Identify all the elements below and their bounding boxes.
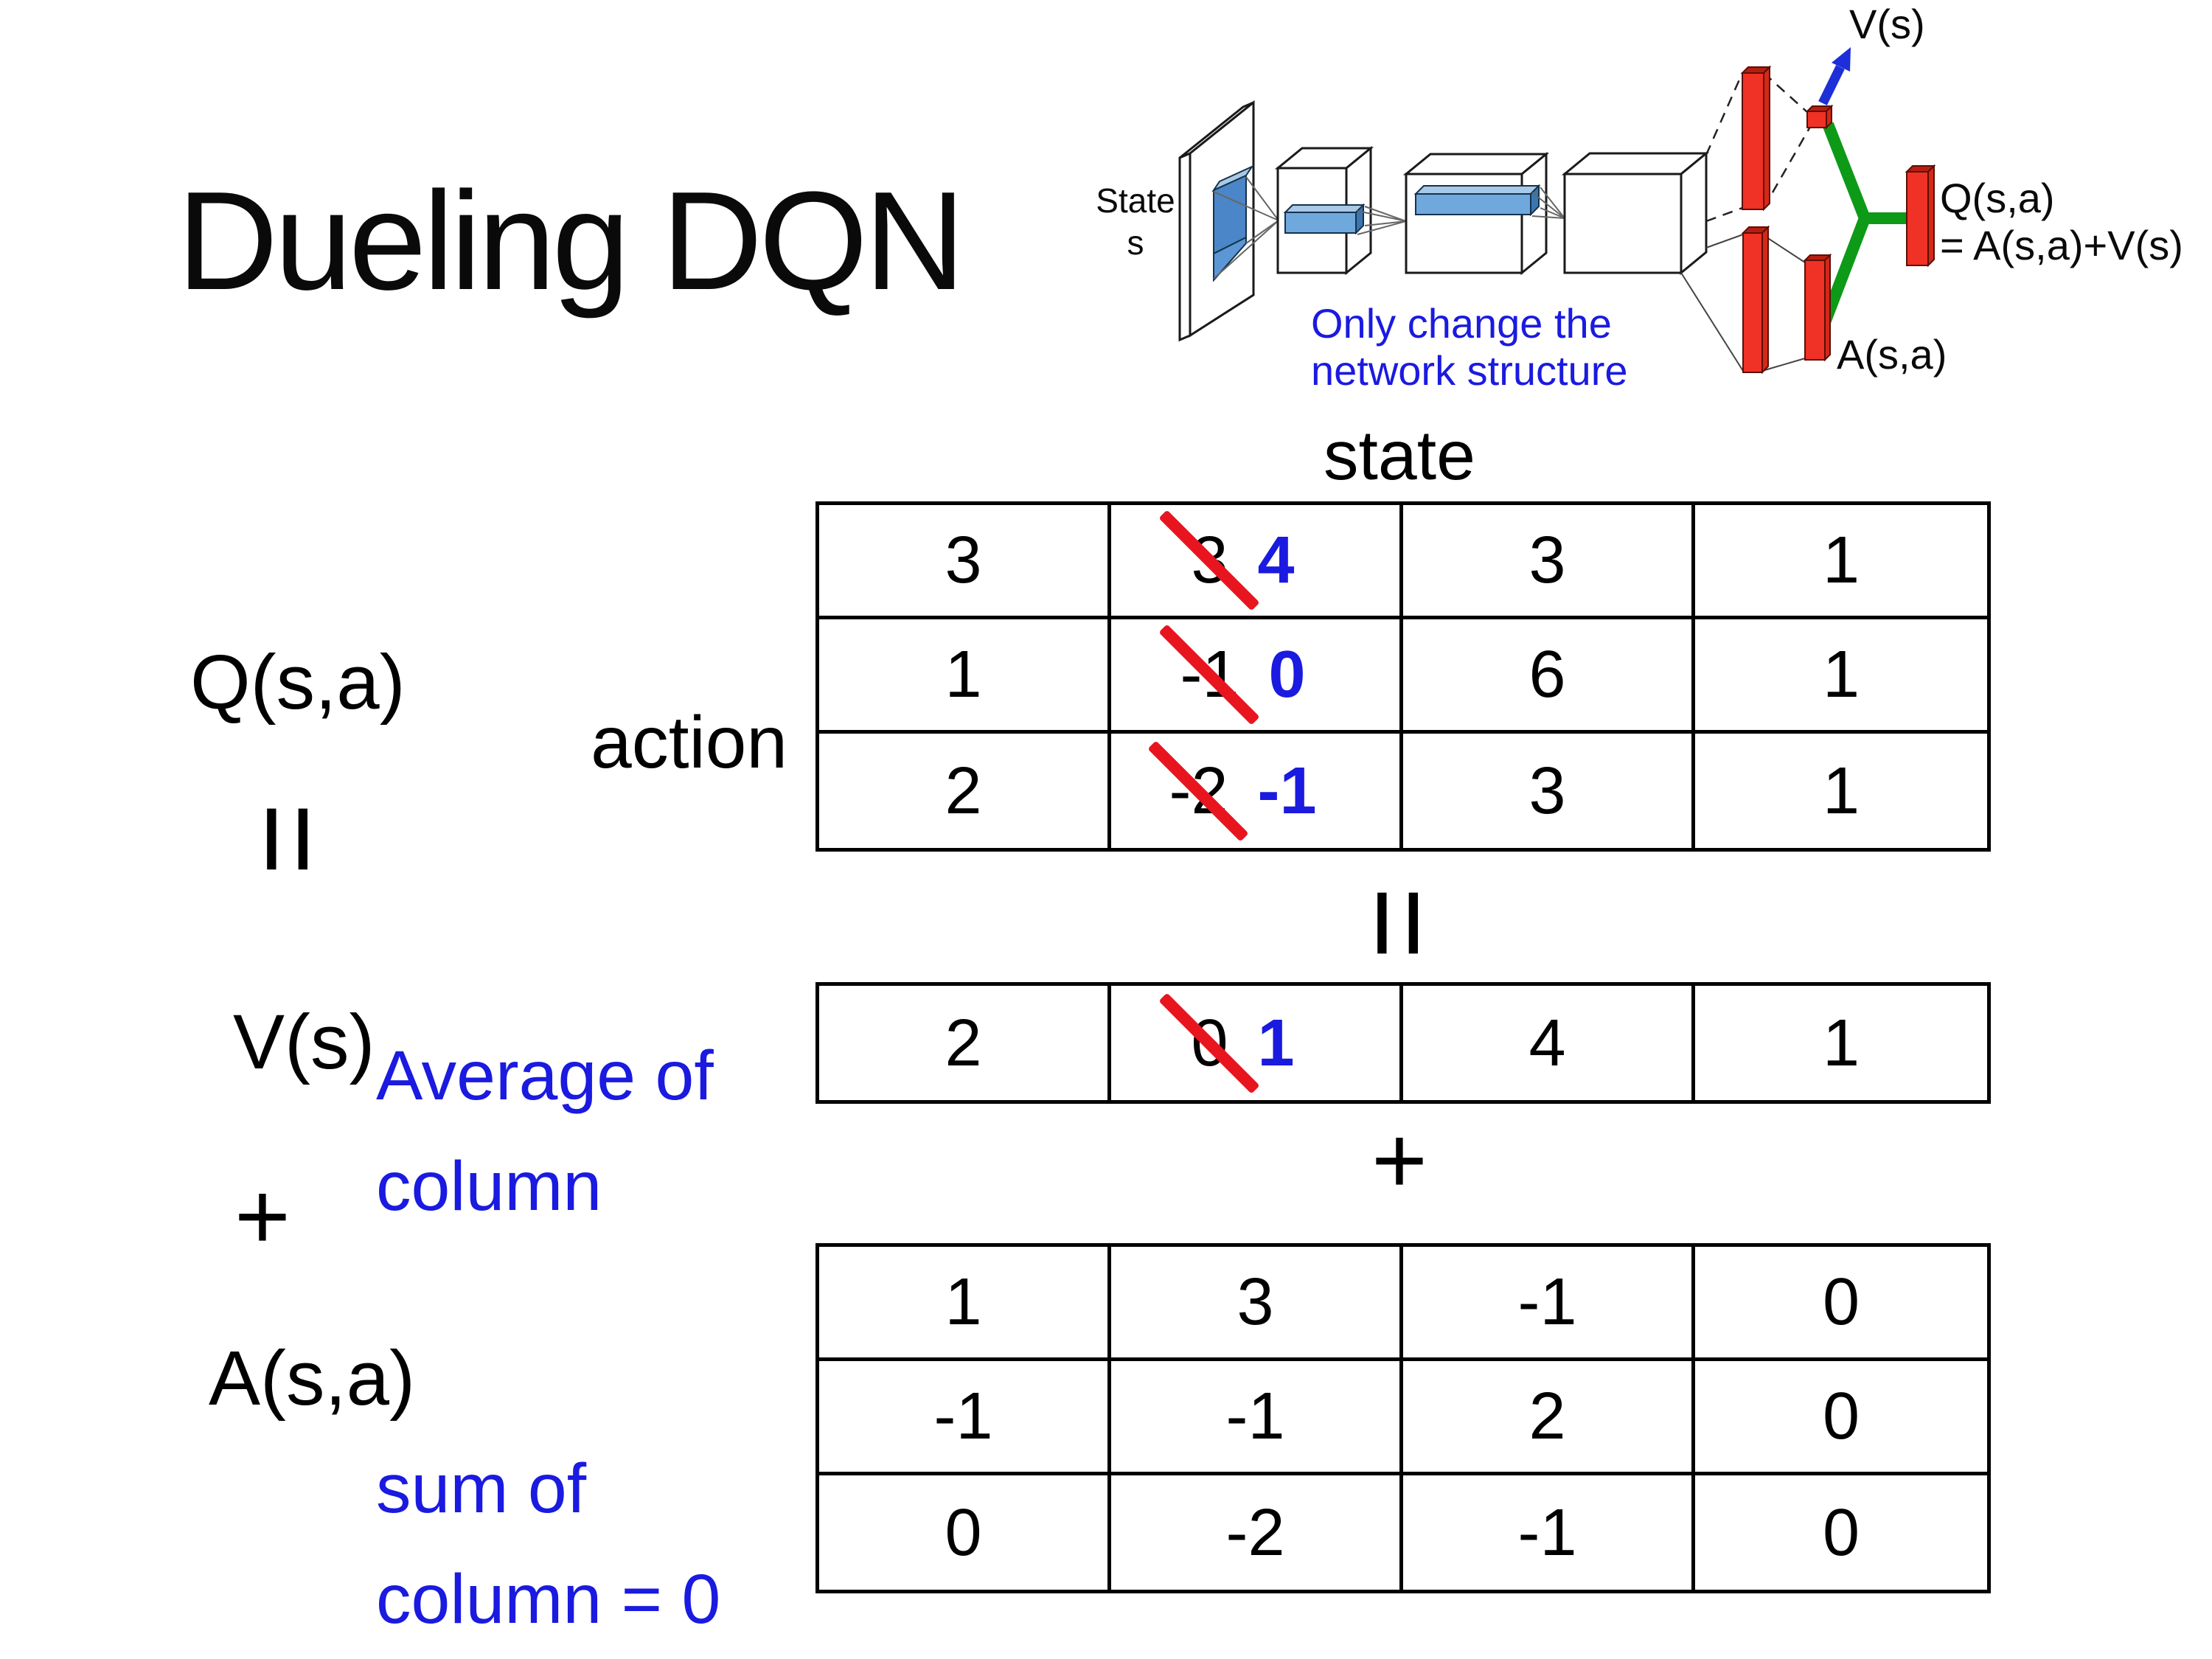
v-cell: 1 [1822,1006,1860,1080]
page-title: Dueling DQN [177,163,965,319]
combine-branch-icon [1818,122,1913,327]
diagram-note-line1: Only change the [1311,300,1612,347]
plus-middle: + [1371,1106,1427,1214]
q-cell: 3 [819,505,1111,619]
new-value: 0 [1268,638,1306,712]
diagram-state-label-line1: State [1096,181,1175,220]
average-note-line2: column [376,1147,602,1225]
a-cell: -1 [1111,1361,1403,1475]
v-arrow-icon [1818,47,1851,105]
new-value: -1 [1257,754,1317,828]
equals-middle: = [1329,886,1470,960]
diagram-q-label-line2: = A(s,a)+V(s) [1940,222,2183,268]
diagram-q-label-line1: Q(s,a) [1940,175,2055,221]
sum-note: sum of column = 0 [376,1433,720,1655]
q-cell: 3 [1403,734,1695,848]
q-cell-corrected: -2 -1 [1111,734,1403,848]
v-cell: 2 [819,986,1111,1100]
a-cell: 3 [1111,1247,1403,1361]
a-cell: 1 [819,1247,1111,1361]
plus-left: + [234,1162,291,1270]
old-value: 3 [1158,509,1261,611]
average-note: Average of column [376,1020,714,1242]
fan-lines-1 [1213,176,1279,279]
a-cell: -1 [1403,1247,1695,1361]
q-cell: 1 [1695,505,1987,619]
action-axis-label: action [591,701,787,784]
average-note-line1: Average of [376,1037,714,1115]
diagram-v-label: V(s) [1849,1,1925,47]
diagram-a-label: A(s,a) [1837,331,1947,378]
fc-bar-value [1740,65,1772,212]
a-cell: 0 [1695,1247,1987,1361]
equals-left: = [219,802,359,876]
a-cell: -1 [819,1361,1111,1475]
a-table: 1 3 -1 0 -1 -1 2 0 0 -2 -1 0 [815,1243,1991,1593]
value-scalar-icon [1805,104,1834,130]
fc-layer-box [1561,150,1710,276]
q-cell: 1 [819,619,1111,734]
new-value: 4 [1257,524,1295,597]
advantage-vector-icon [1803,253,1832,362]
q-cell: 3 [1403,505,1695,619]
a-cell: 0 [1695,1361,1987,1475]
old-value: 0 [1158,992,1261,1094]
v-table: 2 0 1 4 1 [815,982,1991,1104]
q-cell-corrected: -1 0 [1111,619,1403,734]
conv-layer-box-1 [1274,145,1374,276]
solid-links [1680,234,1806,372]
q-cell: 6 [1403,619,1695,734]
v-term-label: V(s) [233,999,375,1085]
a-cell: 0 [1822,1495,1860,1570]
diagram-state-label-line2: s [1127,223,1144,262]
old-value: -1 [1158,624,1261,726]
state-axis-label: state [1324,417,1475,495]
a-cell: -1 [1403,1475,1695,1590]
dueling-network-diagram: State s V(s) Q(s,a) = A(s,a)+V(s) A(s,a)… [1096,1,2183,394]
sum-note-line2: column = 0 [376,1560,721,1638]
old-value: -2 [1147,740,1250,842]
a-term-label: A(s,a) [209,1335,416,1422]
q-cell: 1 [1822,754,1860,828]
new-value: 1 [1257,1006,1295,1080]
v-cell-corrected: 0 1 [1111,986,1403,1100]
conv-layer-box-2 [1402,151,1550,276]
v-cell: 4 [1403,986,1695,1100]
q-output-bar [1905,164,1936,268]
a-cell: 0 [819,1475,1111,1590]
fan-lines-3 [1531,187,1565,219]
sum-note-line1: sum of [376,1450,587,1528]
q-table: 3 3 4 3 1 1 -1 0 6 1 2 -2 -1 3 1 [815,501,1991,852]
q-cell: 2 [819,734,1111,848]
q-cell-corrected: 3 4 [1111,505,1403,619]
a-cell: -2 [1111,1475,1403,1590]
q-term-label: Q(s,a) [190,639,406,726]
diagram-note-line2: network structure [1311,347,1628,394]
q-cell: 1 [1695,619,1987,734]
a-cell: 2 [1403,1361,1695,1475]
fc-bar-advantage [1741,225,1770,375]
dashed-links [1705,72,1812,223]
fan-lines-2 [1357,206,1407,235]
